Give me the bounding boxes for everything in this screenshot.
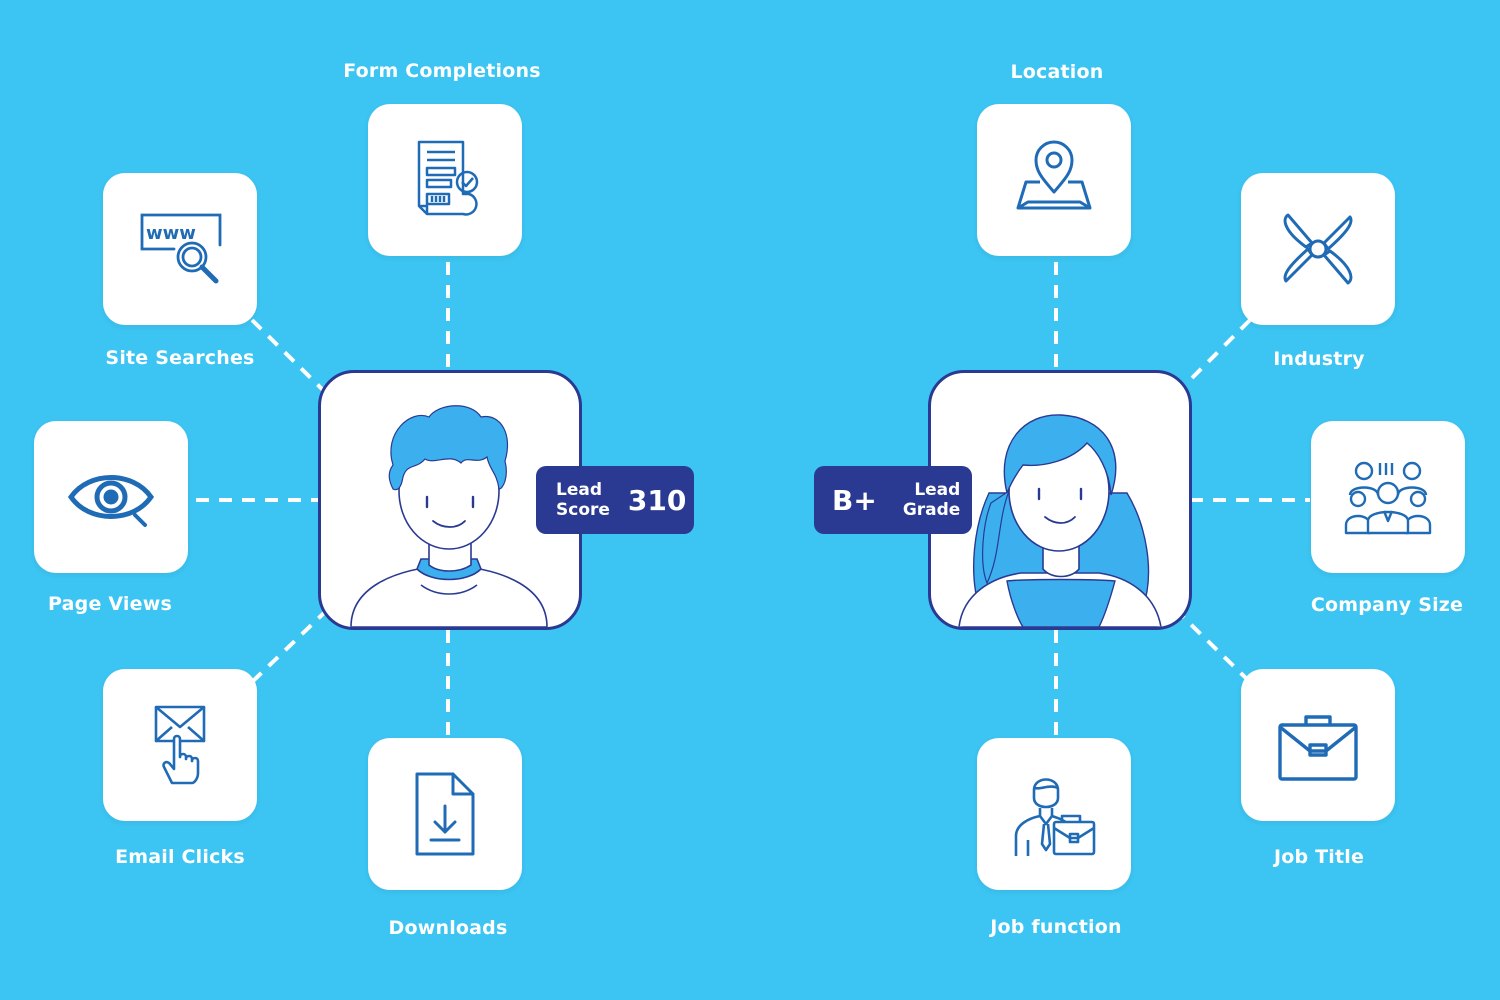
industry-fan-icon [1283,213,1353,285]
www-search-icon: www [140,213,222,284]
email-clicks-tile [103,669,257,821]
downloads-tile [368,738,522,890]
eye-icon [67,475,155,527]
job-title-tile [1241,669,1395,821]
industry-tile [1241,173,1395,325]
job-title-label: Job Title [1273,846,1365,868]
woman-illustration [958,414,1162,627]
download-icon [415,772,475,856]
form-icon [417,140,479,216]
company-size-label: Company Size [1310,594,1464,616]
connector-jobtitle [1176,610,1252,684]
form-completions-tile [368,104,522,256]
lead-avatar-female [928,370,1192,630]
businessman-icon [1014,778,1096,856]
form-completions-label: Form Completions [343,60,541,82]
location-pin-icon [1016,140,1092,210]
location-label: Location [1010,61,1104,83]
svg-text:www: www [146,223,196,244]
company-size-tile [1311,421,1465,573]
lead-score-line2: Score [556,500,610,520]
lead-grade-badge: B+ Lead Grade [814,466,972,534]
page-views-tile [34,421,188,573]
site-searches-tile: www [103,173,257,325]
lead-grade-line1: Lead [914,480,961,500]
lead-score-badge: Lead Score 310 [536,466,694,534]
lead-avatar-male [318,370,582,630]
lead-score-value: 310 [627,483,687,517]
downloads-label: Downloads [388,917,508,939]
lead-grade-line2: Grade [902,500,961,520]
job-function-tile [977,738,1131,890]
email-click-icon [154,705,206,785]
connector-email [250,610,327,684]
industry-label: Industry [1273,348,1365,370]
lead-grade-value: B+ [832,483,877,517]
connector-search [250,318,327,394]
team-icon [1344,461,1432,535]
email-clicks-label: Email Clicks [115,846,245,868]
location-tile [977,104,1131,256]
connector-industry [1176,318,1252,394]
lead-score-line1: Lead [556,480,603,500]
site-searches-label: Site Searches [105,347,255,369]
man-illustration [350,405,548,627]
job-function-label: Job function [990,916,1122,938]
briefcase-icon [1278,715,1358,781]
page-views-label: Page Views [48,593,172,615]
